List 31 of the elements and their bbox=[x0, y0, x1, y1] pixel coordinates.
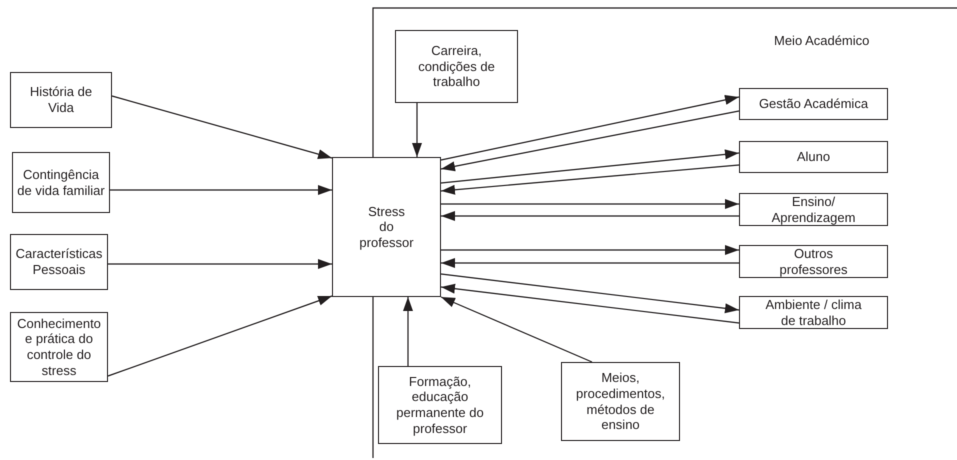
arrow bbox=[440, 164, 740, 195]
arrow bbox=[440, 296, 592, 363]
arrow bbox=[440, 284, 740, 324]
arrow bbox=[440, 273, 740, 314]
arrow bbox=[441, 211, 739, 221]
factor-box: Ensino/ Aprendizagem bbox=[739, 193, 888, 226]
arrow bbox=[108, 259, 332, 269]
arrow bbox=[441, 199, 739, 209]
factor-box: Ambiente / clima de trabalho bbox=[739, 296, 888, 329]
factor-box: História de Vida bbox=[10, 72, 112, 128]
region-label: Meio Académico bbox=[774, 33, 870, 48]
factor-box: Formação, educação permanente do professor bbox=[378, 366, 502, 444]
factor-box: Aluno bbox=[739, 141, 888, 173]
factor-box: Meios, procedimentos, métodos de ensino bbox=[561, 362, 680, 441]
arrow bbox=[441, 258, 739, 268]
arrow bbox=[441, 245, 739, 255]
factor-box: Stress do professor bbox=[332, 157, 441, 297]
arrow bbox=[403, 297, 413, 366]
arrow bbox=[412, 103, 422, 157]
arrow bbox=[112, 95, 332, 160]
arrow bbox=[110, 185, 332, 195]
factor-box: Gestão Académica bbox=[739, 88, 888, 120]
factor-box: Outros professores bbox=[739, 245, 888, 278]
arrow bbox=[108, 295, 332, 377]
arrow bbox=[440, 110, 740, 172]
factor-box: Conhecimento e prática do controle do stress bbox=[10, 312, 108, 382]
arrow bbox=[440, 149, 740, 184]
factor-box: Contingência de vida familiar bbox=[12, 152, 110, 213]
factor-box: Características Pessoais bbox=[10, 234, 108, 290]
arrow bbox=[440, 95, 740, 161]
factor-box: Carreira, condições de trabalho bbox=[395, 30, 518, 103]
